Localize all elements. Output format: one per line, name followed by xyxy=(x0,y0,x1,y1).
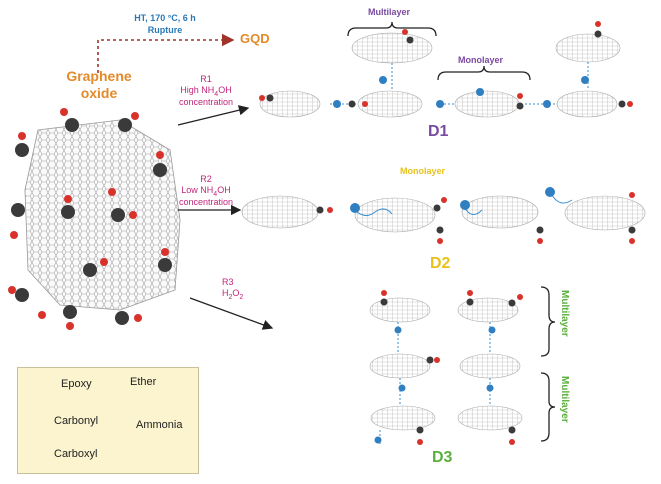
r2-condition: Low NH4OH xyxy=(181,185,231,198)
gqd-label: GQD xyxy=(240,31,270,46)
r2-id: R2 xyxy=(200,174,212,184)
rupture-path xyxy=(97,33,235,73)
r3-id: R3 xyxy=(222,277,234,287)
legend-box: Epoxy Ether Carbonyl Ammonia Carboxyl xyxy=(17,367,199,474)
legend-ether: Ether xyxy=(130,376,157,388)
legend-ammonia: Ammonia xyxy=(136,419,183,431)
d3-assembly xyxy=(369,286,556,445)
d1-monolayer-label: Monolayer xyxy=(458,55,504,65)
d1-assembly xyxy=(259,21,633,118)
r1-condition: High NH4OH xyxy=(180,85,232,98)
r3-arrow xyxy=(189,297,274,330)
r1-id: R1 xyxy=(200,74,212,84)
d3-multilayer-top-label: Multilayer xyxy=(559,290,570,337)
r1-arrow xyxy=(177,105,250,126)
legend-carboxyl: Carboxyl xyxy=(54,448,98,460)
legend-epoxy: Epoxy xyxy=(61,378,92,390)
r3-reagent: H2O2 xyxy=(222,288,244,301)
graphene-oxide-sheet xyxy=(24,119,181,311)
graphene-oxide-label-line1: Graphene xyxy=(66,68,132,84)
d2-label: D2 xyxy=(430,255,451,272)
d2-monolayer-label: Monolayer xyxy=(400,166,446,176)
d3-label: D3 xyxy=(432,449,453,466)
d1-multilayer-label: Multilayer xyxy=(368,7,411,17)
go-functional-groups xyxy=(8,108,172,330)
d1-label: D1 xyxy=(428,123,449,140)
d2-assembly xyxy=(241,187,646,244)
r1-concentration: concentration xyxy=(178,97,234,107)
legend-carbonyl: Carbonyl xyxy=(54,415,99,427)
rupture-label: Rupture xyxy=(147,25,183,35)
hydrothermal-label: HT, 170 °C, 6 h xyxy=(134,13,196,23)
graphene-oxide-label-line2: oxide xyxy=(80,85,118,101)
d3-multilayer-bottom-label: Multilayer xyxy=(559,376,570,423)
r2-concentration: concentration xyxy=(178,197,234,207)
